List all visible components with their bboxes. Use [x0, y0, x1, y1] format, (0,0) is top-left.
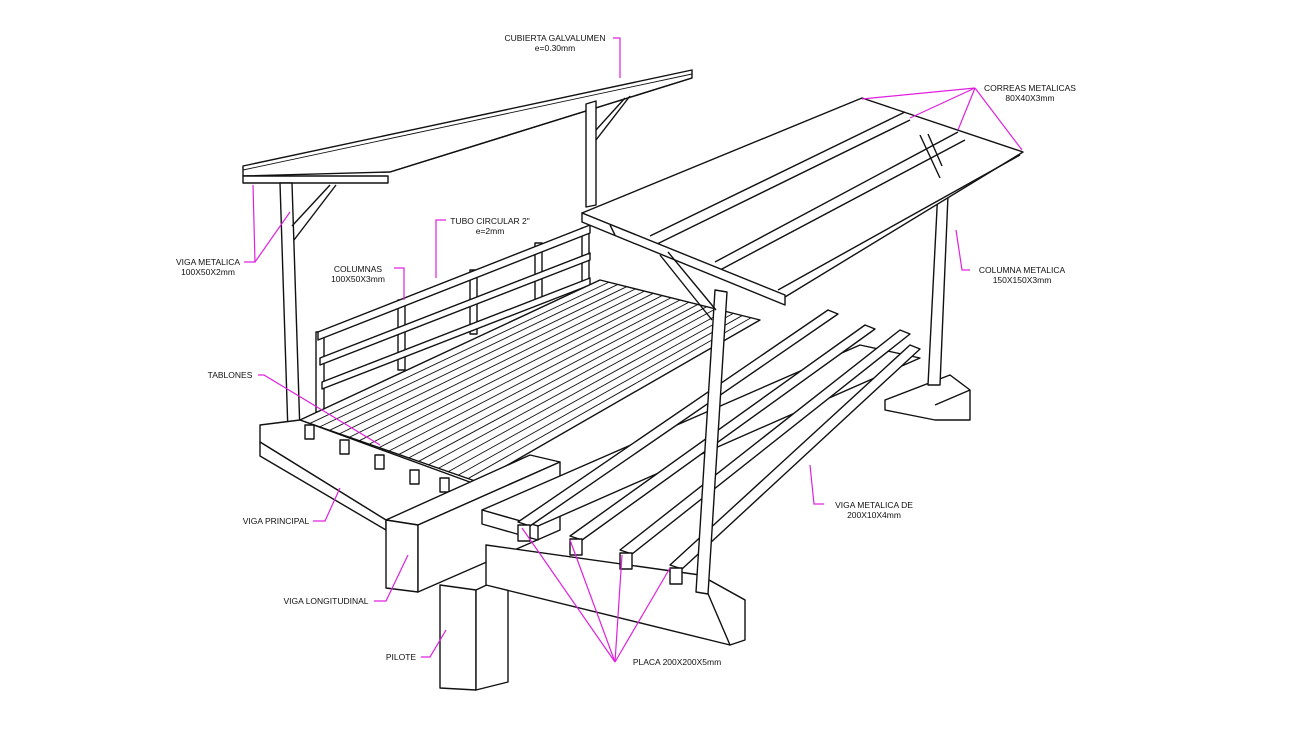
labels: CUBIERTA GALVALUMEN e=0.30mm CORREAS MET…	[176, 33, 1076, 667]
label-viga-longitudinal: VIGA LONGITUDINAL	[283, 596, 368, 606]
label-placa: PLACA 200X200X5mm	[633, 657, 721, 667]
left-roof	[242, 69, 693, 208]
beam-plate	[569, 538, 583, 556]
label-tablones: TABLONES	[208, 370, 253, 380]
joist-end	[374, 454, 385, 470]
deck-board	[309, 281, 610, 424]
deck-board	[428, 308, 716, 466]
deck-board	[349, 290, 645, 438]
deck-board	[448, 312, 734, 473]
label-viga-principal: VIGA PRINCIPAL	[243, 516, 310, 526]
label-columna-metalica-size: 150X150X3mm	[993, 275, 1052, 285]
label-pilote: PILOTE	[386, 652, 417, 662]
deck-board	[458, 315, 743, 476]
label-viga-metalica-size: 100X50X2mm	[181, 267, 235, 277]
beam-plate	[517, 524, 531, 542]
deck-board	[359, 292, 654, 442]
label-columna-metalica: COLUMNA METALICA	[979, 265, 1066, 275]
joist-end	[339, 439, 350, 455]
joist-end	[439, 477, 450, 493]
label-columnas-size: 100X50X3mm	[331, 274, 385, 284]
label-tubo-thickness: e=2mm	[476, 226, 505, 236]
deck-board	[408, 304, 698, 459]
label-columnas: COLUMNAS	[334, 264, 383, 274]
deck-board	[438, 310, 725, 469]
left-column	[279, 182, 337, 434]
right-roof	[581, 97, 1024, 595]
deck-board	[329, 286, 627, 431]
deck-boards	[299, 279, 761, 483]
label-correas: CORREAS METALICAS	[984, 83, 1076, 93]
label-correas-size: 80X40X3mm	[1005, 93, 1054, 103]
deck-board	[418, 306, 707, 462]
deck-board	[398, 301, 690, 455]
label-viga-de: VIGA METALICA DE	[835, 500, 913, 510]
label-viga-de-size: 200X10X4mm	[847, 510, 901, 520]
label-cubierta: CUBIERTA GALVALUMEN	[505, 33, 606, 43]
label-cubierta-thickness: e=0.30mm	[535, 43, 575, 53]
railing	[315, 224, 591, 413]
deck-board	[467, 317, 752, 479]
leader-lines	[244, 37, 1023, 663]
pile	[439, 574, 509, 691]
joist-end	[304, 424, 315, 440]
beam-plate	[669, 567, 683, 585]
label-tubo: TUBO CIRCULAR 2"	[450, 216, 530, 226]
joist-end	[409, 469, 420, 485]
deck-board	[319, 284, 618, 428]
deck-board	[339, 288, 636, 435]
label-viga-metalica: VIGA METALICA	[176, 257, 240, 267]
main-beam	[259, 419, 479, 531]
deck-board	[378, 297, 672, 448]
deck-board	[369, 295, 663, 445]
beam-plate	[619, 552, 633, 570]
deck-board	[388, 299, 681, 452]
